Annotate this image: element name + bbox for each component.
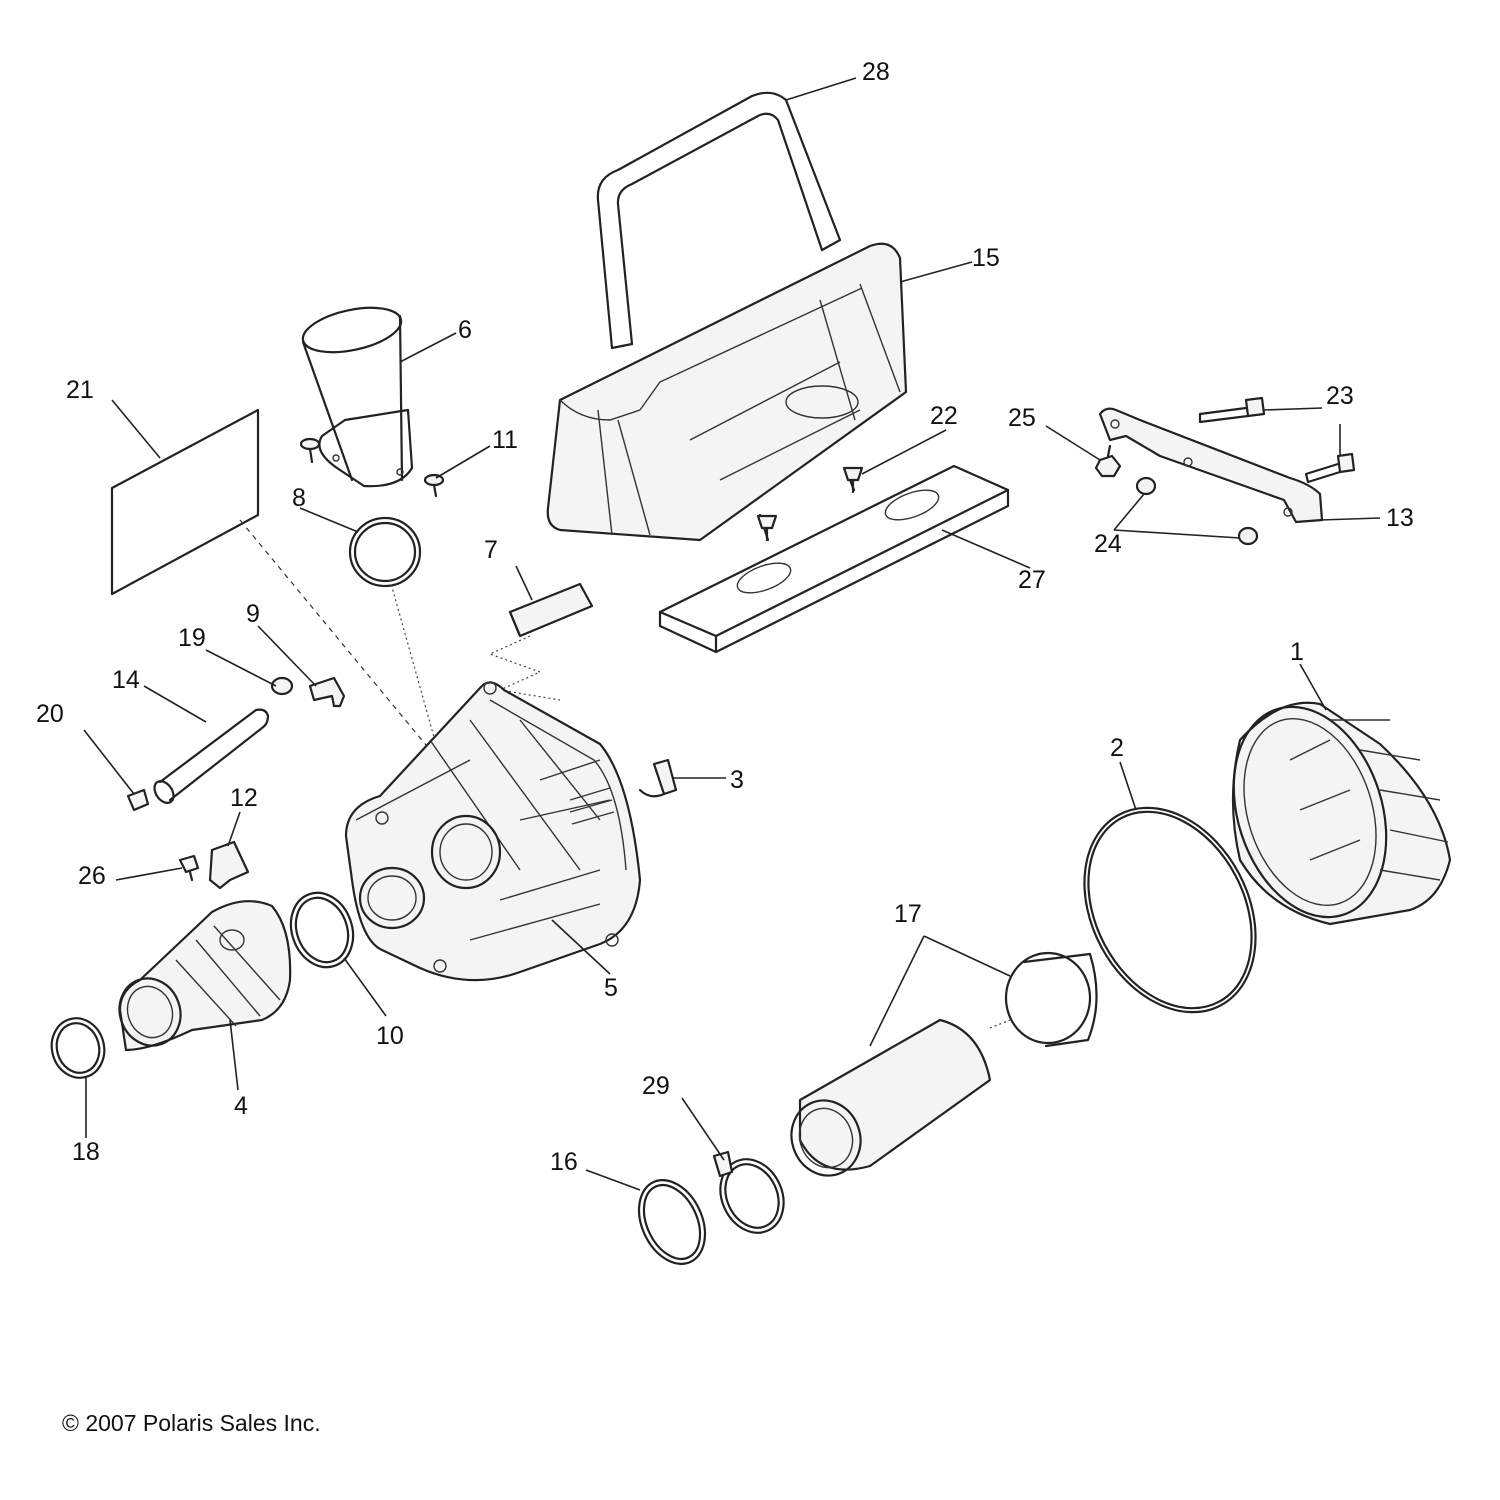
callout-3: 3	[730, 766, 744, 794]
part-27-pad	[658, 464, 1010, 654]
part-21-decal	[110, 408, 260, 596]
callout-6: 6	[458, 316, 472, 344]
part-26-fitting	[178, 854, 200, 882]
callout-26: 26	[78, 862, 106, 890]
callout-22: 22	[930, 402, 958, 430]
part-16-seal-ring	[637, 1179, 707, 1265]
part-28-handle	[596, 91, 842, 350]
part-13-bracket	[1098, 407, 1324, 524]
callout-numbers: 28 15 6 11 21 8 22 25 23 24 13 27 7 9 19…	[36, 58, 1414, 1176]
part-23-bolts	[1198, 396, 1356, 484]
callout-12: 12	[230, 784, 258, 812]
part-18-hose-clamp	[50, 1017, 106, 1079]
callout-23: 23	[1326, 382, 1354, 410]
part-11-screws	[299, 437, 445, 498]
callout-15: 15	[972, 244, 1000, 272]
part-15-cover	[546, 242, 908, 542]
copyright-notice: © 2007 Polaris Sales Inc.	[62, 1410, 321, 1436]
part-9-elbow	[308, 676, 346, 708]
callout-10: 10	[376, 1022, 404, 1050]
callout-18: 18	[72, 1138, 100, 1166]
callout-29: 29	[642, 1072, 670, 1100]
callout-21: 21	[66, 376, 94, 404]
part-5-air-box	[344, 681, 642, 982]
part-1-end-cap	[1231, 701, 1452, 926]
callout-8: 8	[292, 484, 306, 512]
callout-2: 2	[1110, 734, 1124, 762]
callout-20: 20	[36, 700, 64, 728]
callout-11: 11	[492, 426, 518, 454]
part-25-nut	[1094, 444, 1122, 478]
callout-5: 5	[604, 974, 618, 1002]
callout-13: 13	[1386, 504, 1414, 532]
callout-1: 1	[1290, 638, 1304, 666]
part-12-sensor	[208, 840, 250, 890]
part-10-clamp-ring	[289, 891, 355, 969]
callout-16: 16	[550, 1148, 578, 1176]
part-20-clamp	[126, 788, 150, 812]
leader-lines	[83, 77, 1381, 1191]
callout-25: 25	[1008, 404, 1036, 432]
callout-19: 19	[178, 624, 206, 652]
part-22-push-pins	[756, 466, 864, 542]
callout-4: 4	[234, 1092, 248, 1120]
callout-24: 24	[1094, 530, 1122, 558]
callout-14: 14	[112, 666, 140, 694]
callout-9: 9	[246, 600, 260, 628]
part-17-filter	[790, 951, 1098, 1177]
part-14-hose	[153, 708, 270, 804]
callout-28: 28	[862, 58, 890, 86]
part-29-clamp	[712, 1150, 785, 1234]
callout-17: 17	[894, 900, 922, 928]
part-7-foam-block	[508, 582, 594, 638]
callout-7: 7	[484, 536, 498, 564]
part-4-intake-boot	[118, 900, 292, 1052]
part-3-connector	[638, 758, 678, 798]
part-6-intake-funnel	[301, 306, 414, 488]
part-8-o-ring	[348, 516, 422, 588]
part-2-large-o-ring	[1083, 806, 1257, 1014]
callout-27: 27	[1018, 566, 1046, 594]
part-19-clamp	[270, 676, 294, 696]
part-24-nuts	[1135, 476, 1259, 546]
